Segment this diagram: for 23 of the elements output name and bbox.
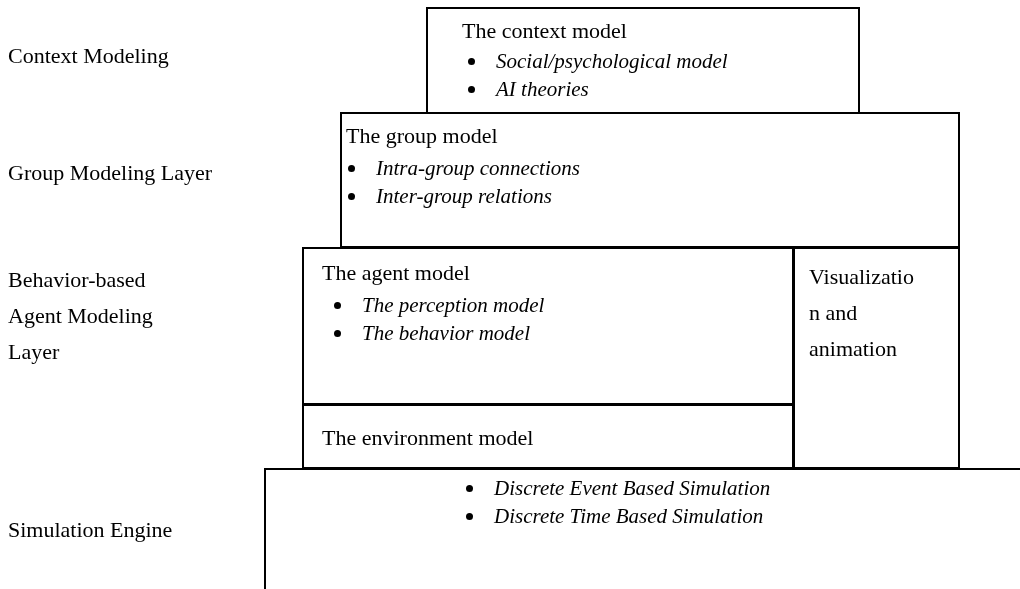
layer-box bbox=[302, 247, 794, 405]
list-item: Inter-group relations bbox=[346, 182, 552, 210]
list-item: Intra-group connections bbox=[346, 154, 580, 182]
list-item: AI theories bbox=[466, 75, 589, 103]
box-heading: The agent model bbox=[322, 259, 470, 287]
box-heading: The environment model bbox=[322, 424, 534, 452]
box-heading: Visualizatio n and animation bbox=[809, 263, 915, 363]
list-item: The perception model bbox=[332, 291, 545, 319]
list-item: Discrete Event Based Simulation bbox=[464, 474, 771, 502]
layer-label: Group Modeling Layer bbox=[8, 159, 214, 187]
box-heading: The context model bbox=[462, 17, 627, 45]
layer-label: Context Modeling bbox=[8, 42, 170, 70]
list-item: The behavior model bbox=[332, 319, 530, 347]
layer-box bbox=[264, 468, 1020, 589]
layer-box bbox=[793, 247, 960, 469]
list-item: Discrete Time Based Simulation bbox=[464, 502, 764, 530]
box-heading: The group model bbox=[346, 122, 498, 150]
layer-box bbox=[340, 112, 960, 248]
layer-label: Behavior-based Agent Modeling Layer bbox=[8, 266, 154, 366]
layer-box bbox=[302, 404, 794, 469]
layer-label: Simulation Engine bbox=[8, 516, 174, 544]
layer-box bbox=[426, 7, 860, 114]
list-item: Social/psychological model bbox=[466, 47, 728, 75]
